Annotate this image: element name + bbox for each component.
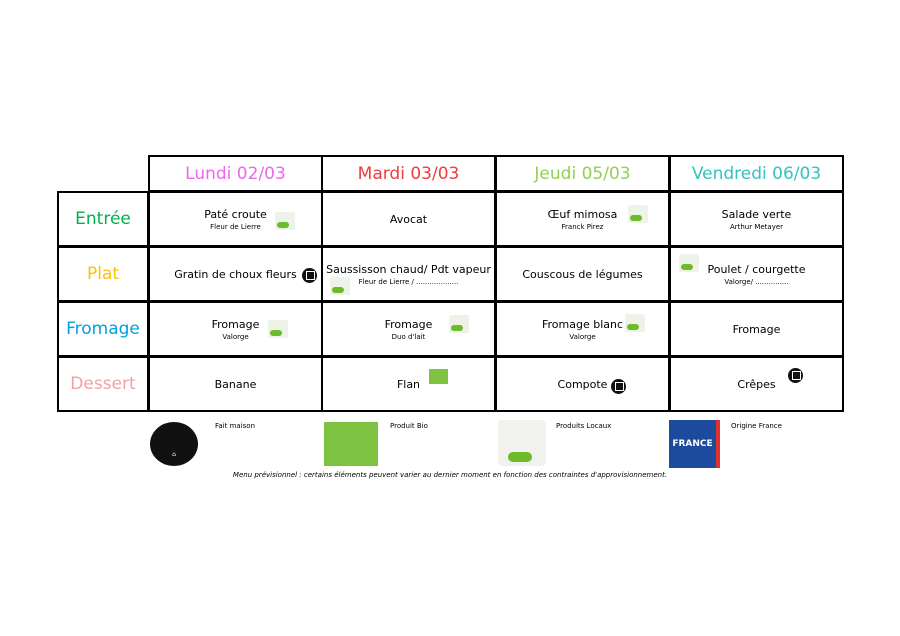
dish-name: Salade verte: [721, 207, 792, 221]
dish-name: Saussisson chaud/ Pdt vapeur: [326, 262, 491, 276]
legend-fait-maison: Fait maison: [215, 422, 256, 430]
produits-locaux-icon: [679, 254, 699, 272]
fait-maison-logo-icon: ⌂: [150, 422, 198, 466]
course-label: Plat: [57, 246, 149, 302]
menu-cell: Crêpes: [669, 356, 844, 412]
produits-locaux-logo-icon: [498, 420, 546, 466]
producer-name: Valorge: [569, 332, 596, 341]
day-header: Mardi 03/03: [321, 155, 496, 192]
dish-name: Fromage: [732, 322, 781, 336]
produit-bio-icon: [429, 369, 448, 384]
produits-locaux-icon: [449, 315, 469, 333]
dish-name: Gratin de choux fleurs: [174, 267, 297, 281]
dish-name: Banane: [214, 377, 257, 391]
menu-cell: Compote: [495, 356, 670, 412]
dish-name: Flan: [396, 377, 421, 391]
bio-logo-icon: [324, 422, 378, 466]
course-label: Entrée: [57, 191, 149, 247]
dish-name: Compote: [557, 377, 608, 391]
menu-cell: Avocat: [321, 191, 496, 247]
fait-maison-icon: [788, 368, 803, 383]
producer-name: Duo d'lait: [391, 332, 426, 341]
menu-cell: Banane: [148, 356, 323, 412]
dish-name: Fromage: [211, 317, 260, 331]
dish-name: Œuf mimosa: [547, 207, 618, 221]
produits-locaux-icon: [268, 320, 288, 338]
menu-cell: Gratin de choux fleurs: [148, 246, 323, 302]
menu-cell: Fromage: [669, 301, 844, 357]
fait-maison-icon: [302, 268, 317, 283]
course-label: Fromage: [57, 301, 149, 357]
produits-locaux-icon: [625, 314, 645, 332]
producer-name: Valorge/ ...............: [724, 277, 789, 286]
legend-france: Origine France: [731, 422, 782, 430]
menu-cell: Flan: [321, 356, 496, 412]
produits-locaux-icon: [330, 277, 350, 295]
dish-name: Poulet / courgette: [707, 262, 806, 276]
producer-name: Franck Pirez: [561, 222, 604, 231]
produits-locaux-icon: [628, 205, 648, 223]
dish-name: Crêpes: [737, 377, 776, 391]
producer-name: Valorge: [222, 332, 249, 341]
dish-name: Paté croute: [204, 207, 267, 221]
producer-name: Arthur Metayer: [729, 222, 784, 231]
dish-name: Fromage blanc: [541, 317, 624, 331]
legend-bio: Produit Bio: [390, 422, 428, 430]
produits-locaux-icon: [275, 212, 295, 230]
dish-name: Avocat: [389, 212, 428, 226]
producer-name: Fleur de Lierre: [210, 222, 261, 231]
fait-maison-icon: [611, 379, 626, 394]
day-header: Jeudi 05/03: [495, 155, 670, 192]
disclaimer-note: Menu prévisionnel : certains éléments pe…: [232, 471, 668, 479]
legend-locaux: Produits Locaux: [556, 422, 612, 430]
menu-cell: Couscous de légumes: [495, 246, 670, 302]
origine-france-logo-icon: FRANCE: [669, 420, 720, 468]
course-label: Dessert: [57, 356, 149, 412]
producer-name: Fleur de Lierre / ...................: [358, 277, 459, 286]
dish-name: Fromage: [384, 317, 433, 331]
dish-name: Couscous de légumes: [522, 267, 643, 281]
day-header: Vendredi 06/03: [669, 155, 844, 192]
day-header: Lundi 02/03: [148, 155, 323, 192]
